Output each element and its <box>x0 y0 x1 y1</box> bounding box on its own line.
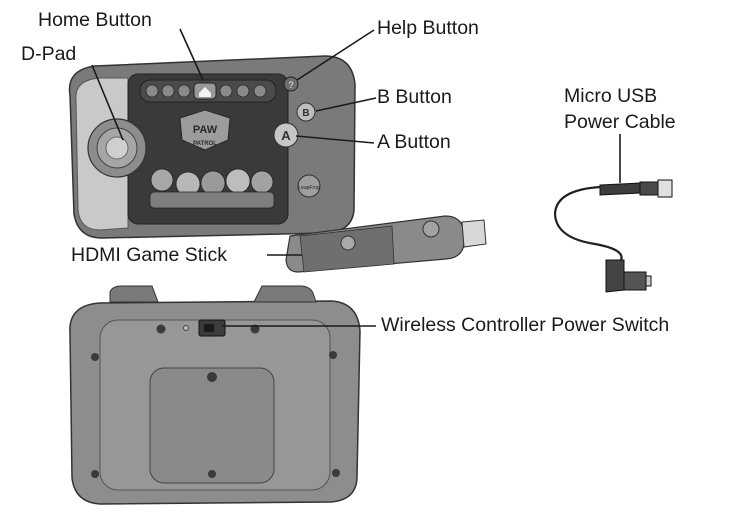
label-micro-usb: Micro USB Power Cable <box>564 84 676 135</box>
d-pad-graphic <box>87 118 147 178</box>
leader-b <box>315 97 377 112</box>
leader-dpad <box>91 64 124 141</box>
micro-usb-cable <box>553 179 673 293</box>
leader-help <box>296 29 375 81</box>
leader-home <box>179 28 204 81</box>
label-d-pad: D-Pad <box>21 43 77 65</box>
svg-text:LeapFrog: LeapFrog <box>298 185 320 191</box>
controller-front: PAW PATROL ? <box>68 55 356 239</box>
label-help-button: Help Button <box>377 17 479 39</box>
screws <box>91 324 340 478</box>
leapfrog-logo: LeapFrog <box>297 174 321 198</box>
label-power-switch: Wireless Controller Power Switch <box>381 314 670 336</box>
b-button-marking: B <box>302 108 309 119</box>
label-hdmi-game-stick: HDMI Game Stick <box>71 244 228 266</box>
label-micro-usb-line1: Micro USB <box>564 85 658 107</box>
help-button-graphic: ? <box>283 76 299 92</box>
screen-title: PAW <box>193 124 218 136</box>
b-button-graphic: B <box>296 102 316 122</box>
controller-back <box>69 285 361 505</box>
leader-a <box>295 135 375 144</box>
top-bar-icons <box>145 84 267 98</box>
a-button-graphic: A <box>273 122 299 148</box>
hdmi-game-stick <box>285 215 487 273</box>
svg-text:?: ? <box>288 80 293 90</box>
label-home-button: Home Button <box>38 9 152 31</box>
leader-lines <box>91 28 621 327</box>
a-button-marking: A <box>281 128 291 143</box>
paw-patrol-logo: PAW PATROL <box>179 109 231 151</box>
home-icon <box>199 87 211 97</box>
label-b-button: B Button <box>377 86 452 108</box>
pup-characters <box>149 168 275 209</box>
label-a-button: A Button <box>377 131 451 153</box>
label-micro-usb-line2: Power Cable <box>564 110 676 133</box>
screen-subtitle: PATROL <box>193 141 217 147</box>
